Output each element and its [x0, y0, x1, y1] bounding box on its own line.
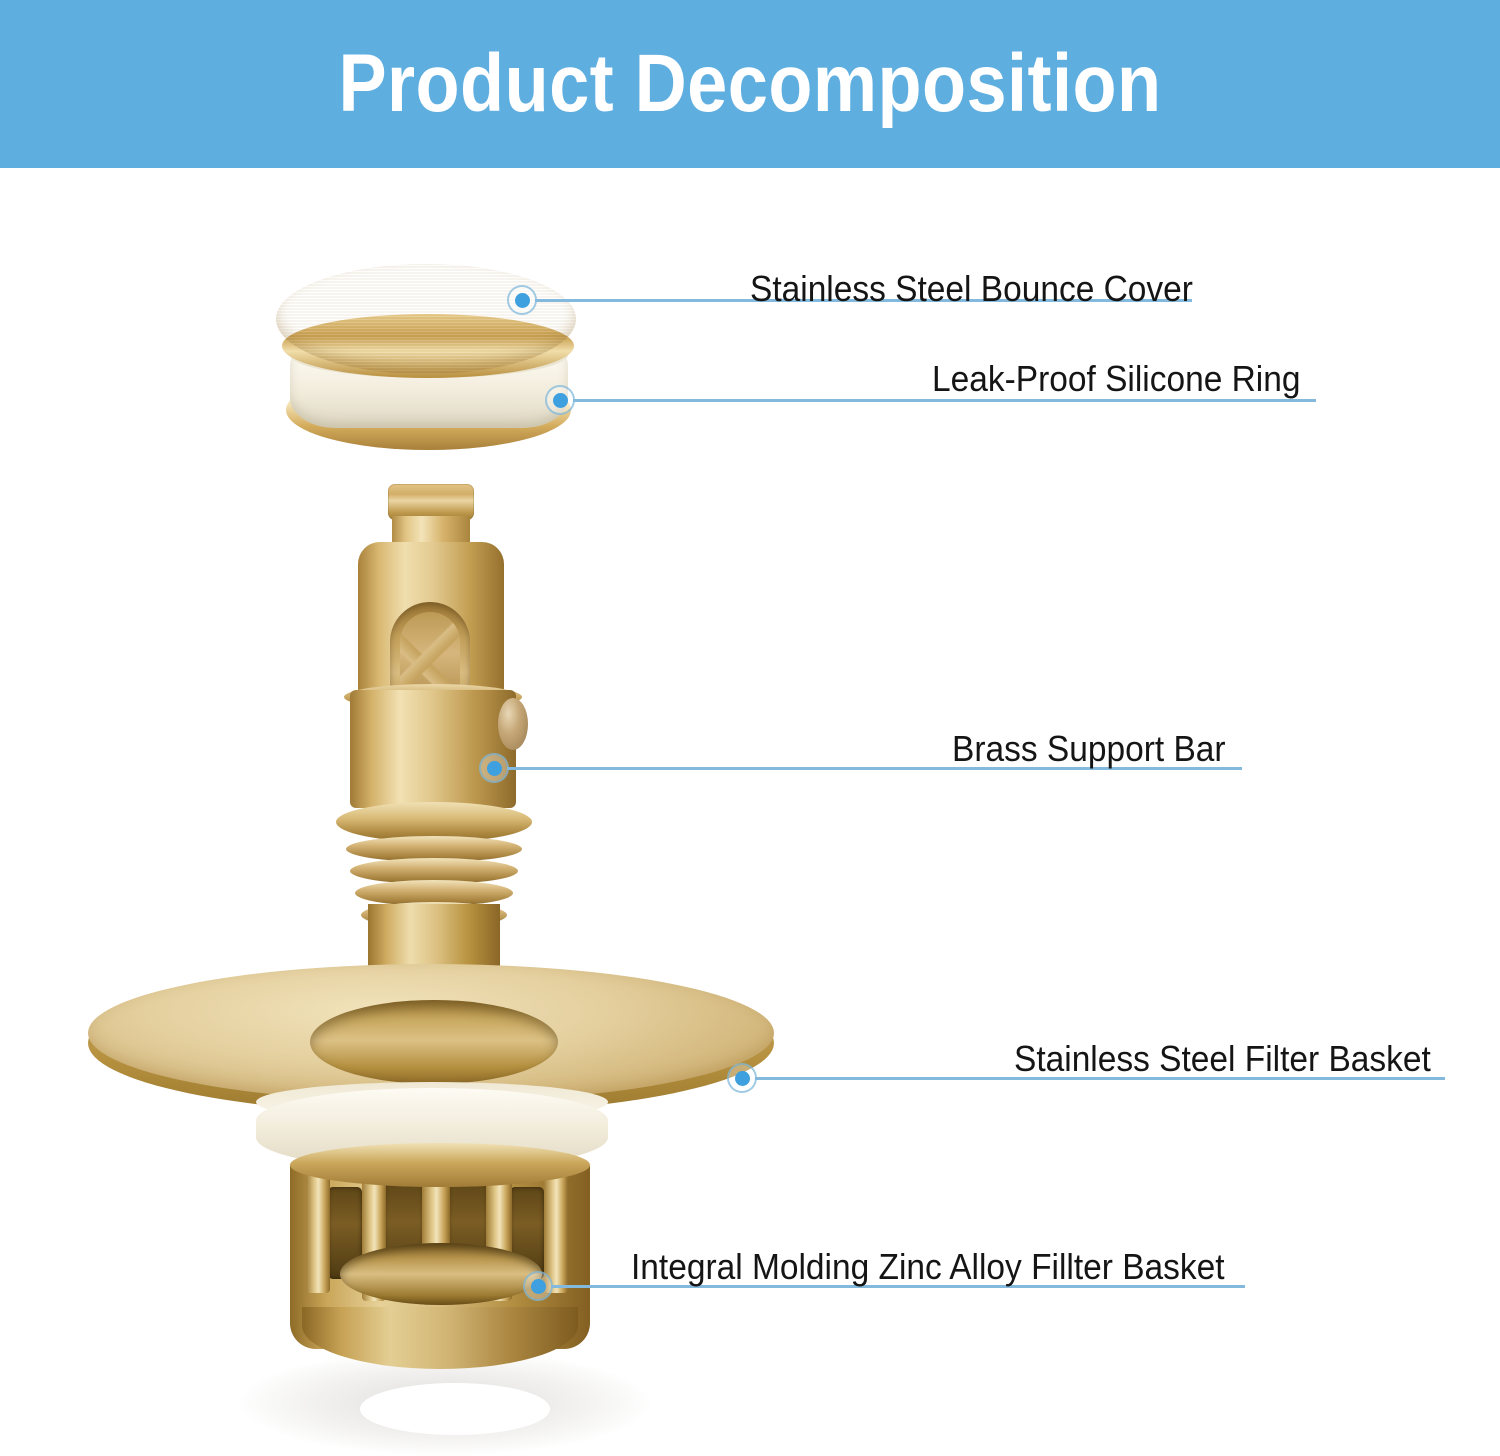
callout-dot-support-bar[interactable] [481, 755, 507, 781]
callout-label-bounce-cover: Stainless Steel Bounce Cover [750, 268, 1193, 309]
thread-ring [350, 858, 518, 884]
metal-tip-point [412, 1004, 456, 1034]
page-title: Product Decomposition [338, 38, 1162, 129]
callout-label-silicone-ring: Leak-Proof Silicone Ring [932, 358, 1301, 399]
header-band [0, 0, 1500, 168]
mid-cylinder-lip [344, 684, 522, 710]
callout-line-filter-basket [755, 1077, 1445, 1080]
callout-line-zinc-basket [551, 1285, 1245, 1288]
brass-slot-opening [390, 602, 470, 720]
basket-rib [306, 1175, 330, 1293]
basket-drop-shadow [240, 1351, 650, 1455]
callout-line-support-bar [507, 767, 1242, 770]
zinc-alloy-basket-assembly [240, 1143, 650, 1455]
callout-dot-bounce-cover[interactable] [509, 287, 535, 313]
basket-rib [486, 1171, 512, 1301]
basket-slot [328, 1187, 362, 1279]
thread-ring [355, 880, 513, 906]
brass-flange [336, 802, 532, 842]
basket-slot [448, 1181, 488, 1283]
hex-nut-top [388, 484, 474, 520]
callout-line-bounce-cover [535, 299, 1192, 302]
side-pin [498, 698, 528, 750]
callout-label-support-bar: Brass Support Bar [952, 728, 1226, 769]
disc-white-band-top [256, 1082, 608, 1122]
disc-white-band [256, 1088, 608, 1170]
thread-ring [346, 836, 522, 862]
basket-rib [544, 1175, 568, 1293]
basket-inner-ring [340, 1243, 542, 1305]
basket-body [290, 1159, 590, 1349]
brass-support-bar-assembly [330, 484, 560, 1034]
callout-dot-filter-basket[interactable] [729, 1065, 755, 1091]
cover-base-gold-ring [286, 370, 571, 450]
basket-slot [384, 1181, 424, 1283]
basket-rib [422, 1169, 450, 1305]
thread-ring [361, 902, 507, 928]
mid-brass-cylinder [350, 690, 516, 808]
cover-gold-rim [282, 314, 574, 378]
basket-slot [510, 1187, 544, 1279]
disc-top-surface [88, 964, 774, 1102]
disc-edge [88, 972, 774, 1114]
silicone-ring-band [290, 336, 568, 428]
hex-nut-stem [392, 516, 470, 558]
callout-dot-silicone-ring[interactable] [547, 387, 573, 413]
bounce-cover-assembly [266, 258, 586, 458]
basket-top-rim [290, 1143, 590, 1187]
callout-label-zinc-basket: Integral Molding Zinc Alloy Fillter Bask… [631, 1246, 1225, 1287]
basket-shadow-cutout [360, 1383, 550, 1435]
lower-brass-cylinder [368, 904, 500, 994]
upper-brass-cylinder [358, 542, 504, 694]
basket-bottom-rim [302, 1307, 578, 1369]
callout-label-filter-basket: Stainless Steel Filter Basket [1014, 1038, 1431, 1079]
disc-center-hole [310, 1000, 558, 1084]
brass-tip-cone [398, 980, 470, 1028]
callout-dot-zinc-basket[interactable] [525, 1273, 551, 1299]
silicone-ring-top [290, 332, 568, 378]
spring-mechanism [400, 612, 460, 716]
filter-basket-disc-assembly [88, 962, 778, 1192]
bounce-cover-disc [276, 264, 576, 374]
callout-line-silicone-ring [573, 399, 1316, 402]
basket-rib [362, 1171, 386, 1301]
